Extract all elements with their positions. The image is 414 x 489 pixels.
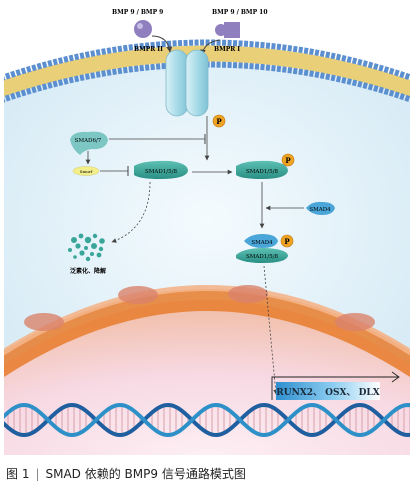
target-genes-label: RUNX2、 OSX、 DLX: [276, 388, 380, 398]
phospho-receptor: P: [212, 114, 226, 128]
figure-caption: 图 1 | SMAD 依赖的 BMP9 信号通路模式图: [6, 465, 410, 485]
caption-separator: |: [35, 467, 40, 481]
receptor-right-label: BMPR I: [214, 46, 240, 53]
nuclear-envelope: [4, 289, 410, 378]
target-bracket: [271, 376, 398, 400]
ligand-left-label: BMP 9 / BMP 9: [112, 9, 163, 16]
nuclear-pore: [335, 313, 375, 331]
smad4-node: SMAD4: [306, 201, 335, 215]
dna-strand: [4, 402, 410, 438]
svg-text:P: P: [284, 237, 290, 246]
smad158-phos-node: SMAD1/5/8: [236, 160, 288, 179]
smad158-node: SMAD1/5/8: [134, 160, 188, 179]
receptor-bmpr1: [185, 49, 209, 117]
complex-bottom-label: SMAD1/5/8: [246, 254, 278, 260]
membrane-tails: [4, 45, 410, 97]
target-bracket-arrowhead: [391, 371, 400, 383]
ligand-right-label: BMP 9 / BMP 10: [212, 9, 268, 16]
membrane-outer-heads: [4, 39, 410, 81]
smurf-label: Smurf: [80, 169, 93, 174]
diagram-canvas: BMP 9 / BMP 9 BMP 9 / BMP 10 BMPR II BMP…: [4, 9, 410, 455]
svg-text:P: P: [216, 117, 222, 126]
receptor-bmpr2: [165, 49, 189, 117]
caption-text: SMAD 依赖的 BMP9 信号通路模式图: [45, 467, 246, 481]
ligand-left: [134, 20, 173, 53]
degraded-fragments: [68, 233, 105, 262]
nuclear-pore: [228, 285, 268, 303]
smad4-label: SMAD4: [309, 207, 331, 213]
nuclear-pore: [24, 313, 64, 331]
smad67-label: SMAD6/7: [75, 138, 102, 144]
dna-helix: [4, 402, 410, 438]
nuclear-translocation-arrow: [263, 265, 278, 395]
smad158-label: SMAD1/5/8: [145, 169, 177, 175]
svg-text:P: P: [285, 156, 291, 165]
smurf-node: Smurf: [72, 166, 100, 176]
nuclear-pore: [118, 286, 158, 304]
complex-top-label: SMAD4: [251, 240, 273, 246]
receptor-left-label: BMPR II: [134, 46, 163, 53]
smad67-node: SMAD6/7: [70, 131, 108, 155]
smad158-phos-label: SMAD1/5/8: [246, 169, 278, 175]
degradation-label: 泛素化、降解: [70, 267, 106, 275]
complex-node: SMAD4 SMAD1/5/8: [236, 234, 288, 263]
phospho-complex: P: [280, 234, 294, 248]
cell: [4, 39, 410, 455]
phospho-smad158: P: [281, 153, 295, 167]
dna-strand: [4, 402, 410, 438]
target-genes-box: [276, 382, 380, 400]
degradation-arrow: [111, 181, 151, 243]
caption-label: 图 1: [6, 467, 30, 481]
